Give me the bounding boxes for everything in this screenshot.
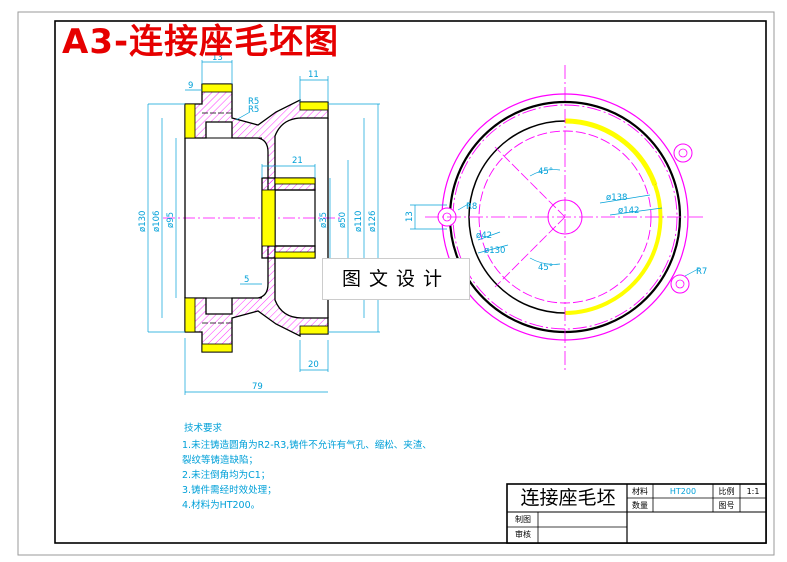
dim-dia130b: ø130 [484,246,505,256]
dim-5: 5 [244,275,249,285]
dim-9: 9 [188,81,193,91]
drawing-number-label: 图号 [718,501,735,510]
scale-value: 1:1 [746,487,760,496]
dimension-texts: 9 13 11 R5 R5 21 ø130 ø106 ø95 ø35 ø50 ø… [138,53,707,392]
tech-note-line: 2.未注倒角均为C1； [182,470,271,481]
section-view [163,83,340,353]
dim-79: 79 [252,382,263,392]
tech-notes-heading: 技术要求 [184,423,223,434]
allowance-arc-right [564,184,663,315]
dim-r7: R7 [696,267,707,277]
dim-r5a: R5 [248,97,259,107]
section-lower-wall [184,245,329,353]
part-name: 连接座毛坯 [520,487,616,509]
title-block [506,483,767,544]
watermark: 图文设计 [322,258,470,300]
scale-label: 比例 [718,487,735,496]
dim-v13: 13 [405,211,415,222]
dim-13: 13 [212,53,223,63]
dim-dia95: ø95 [166,212,176,228]
dim-dia130: ø130 [138,211,148,232]
material-label: 材料 [632,487,648,496]
allowance-web [261,189,276,247]
tech-note-line: 裂纹等铸造缺陷； [182,455,259,466]
quantity-label: 数量 [632,501,648,510]
dim-r5b: R5 [248,105,259,115]
lug-top-right [673,143,693,163]
drawn-by-label: 制图 [515,515,531,524]
dim-dia35: ø35 [319,212,329,228]
technical-notes: 技术要求 1.未注铸造圆角为R2-R3,铸件不允许有气孔、缩松、夹渣、 裂纹等铸… [182,421,502,513]
dim-dia50: ø50 [338,212,348,228]
allowance-arc-top [564,118,658,186]
material-value: HT200 [669,487,697,496]
allowance-top-left [184,103,196,139]
dim-dia126: ø126 [368,211,378,232]
allowance-bottom-step [201,343,233,353]
drawing-title: A3-连接座毛坯图 [62,22,340,62]
allowance-bottom-left [184,297,196,333]
tech-note-line: 1.未注铸造圆角为R2-R3,铸件不允许有气孔、缩松、夹渣、 [182,440,432,451]
dim-45a: 45° [538,167,553,177]
dim-r8: R8 [466,202,477,212]
allowance-bottom-right [299,325,329,335]
tech-note-line: 4.材料为HT200。 [182,500,261,511]
dim-45b: 45° [538,263,553,273]
allowance-top-step [201,83,233,93]
dim-21: 21 [292,156,303,166]
dim-dia138: ø138 [606,193,627,203]
inner-frame [54,20,767,544]
tech-note-line: 3.铸件需经时效处理； [182,485,277,496]
end-view [425,65,705,372]
outer-frame [17,11,775,556]
dim-11: 11 [308,70,319,80]
allowance-top-right [299,101,329,111]
dim-20: 20 [308,360,319,370]
checked-by-label: 审核 [515,530,531,539]
dim-dia110: ø110 [354,211,364,232]
dim-dia106: ø106 [152,211,162,232]
dim-dia142: ø142 [618,206,639,216]
dim-dia42: ø42 [476,231,492,241]
allowance-inner-bore [274,177,316,185]
section-dimensions [147,60,380,395]
lug-bottom-right [670,274,690,294]
end-view-dimensions [410,169,701,277]
